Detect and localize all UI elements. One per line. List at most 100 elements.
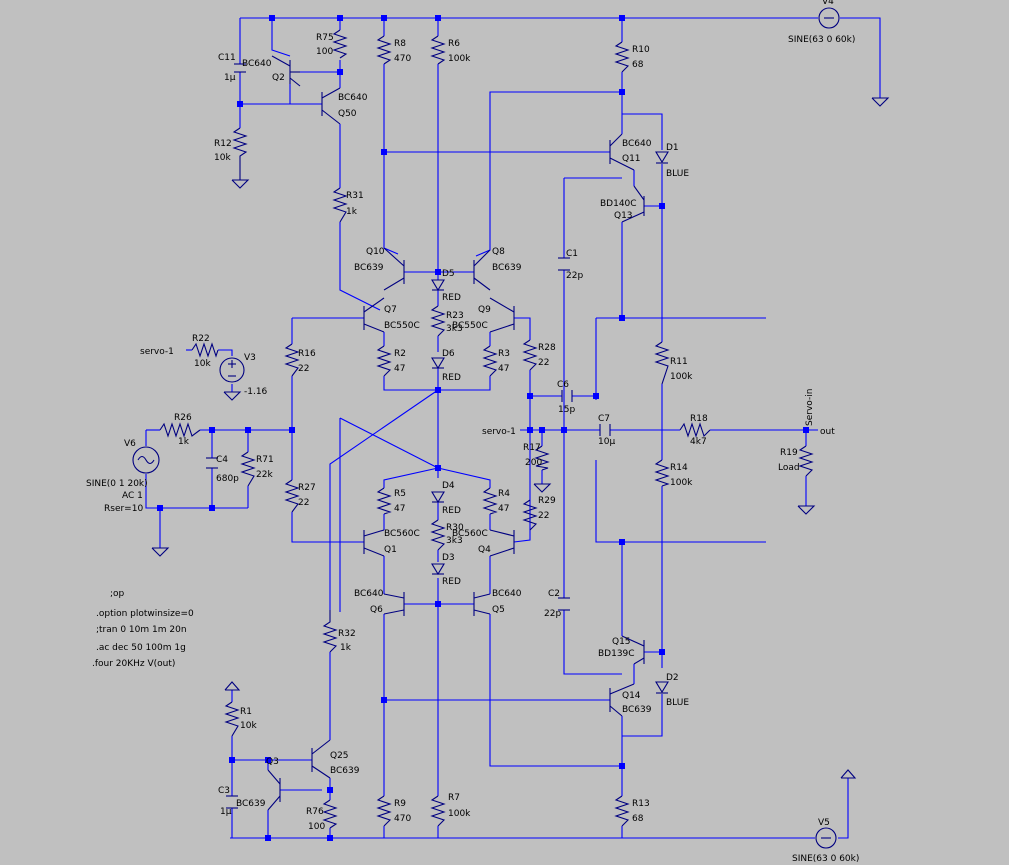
- q6-name: Q6: [370, 605, 383, 615]
- c6-value: 15p: [558, 405, 575, 415]
- q25-model: BC639: [330, 766, 360, 776]
- q13-model: BD140C: [600, 199, 637, 209]
- directive-tran: ;tran 0 10m 1m 20n: [96, 625, 187, 635]
- r11-value: 100k: [670, 372, 693, 382]
- c4-name: C4: [216, 455, 228, 465]
- ground-symbols: [151, 97, 890, 779]
- q15-name: Q15: [612, 637, 631, 647]
- c2-value: 22p: [544, 609, 561, 619]
- r32-value: 1k: [340, 643, 352, 653]
- source-v4[interactable]: V4 SINE(63 0 60k): [788, 0, 855, 45]
- r75-value: 100: [316, 47, 333, 57]
- q10-model: BC639: [354, 263, 384, 273]
- source-v5[interactable]: V5 SINE(63 0 60k): [792, 818, 859, 864]
- source-v6[interactable]: V6 SINE(0 1 20k) AC 1 Rser=10: [86, 439, 160, 514]
- v5-name: V5: [818, 818, 830, 828]
- r30-name: R30: [446, 523, 464, 533]
- q8-name: Q8: [492, 247, 505, 257]
- r1-value: 10k: [240, 721, 257, 731]
- c7-name: C7: [598, 414, 610, 424]
- netlabel-out: out: [820, 427, 835, 437]
- wires: [145, 17, 881, 839]
- q10-name: Q10: [366, 247, 385, 257]
- r9-name: R9: [394, 799, 406, 809]
- component-labels: R75 100 R12 10k R8 470 R6 100k R10 68 R3…: [140, 33, 835, 832]
- d2-name: D2: [666, 673, 679, 683]
- r18-value: 4k7: [690, 437, 707, 447]
- q7-model: BC550C: [384, 321, 420, 331]
- c3-name: C3: [218, 786, 230, 796]
- d6-name: D6: [442, 349, 455, 359]
- q2-name: Q2: [272, 73, 285, 83]
- r10-name: R10: [632, 45, 650, 55]
- c11-value: 1µ: [224, 73, 236, 83]
- capacitor-symbols: [206, 63, 611, 809]
- r29-value: 22: [538, 511, 549, 521]
- d3-name: D3: [442, 553, 455, 563]
- v4-value: SINE(63 0 60k): [788, 35, 855, 45]
- d6-model: RED: [442, 373, 461, 383]
- diode-symbols: [431, 151, 669, 694]
- r71-name: R71: [256, 455, 274, 465]
- r22-value: 10k: [194, 359, 211, 369]
- r6-name: R6: [448, 39, 460, 49]
- q9-model: BC550C: [452, 321, 488, 331]
- netlabel-servo-mid: servo-1: [482, 427, 516, 437]
- r16-name: R16: [298, 349, 316, 359]
- q11-model: BC640: [622, 139, 652, 149]
- r16-value: 22: [298, 364, 309, 374]
- d4-name: D4: [442, 481, 455, 491]
- netlabel-servo-left: servo-1: [140, 347, 174, 357]
- q13-name: Q13: [614, 211, 633, 221]
- r27-name: R27: [298, 483, 316, 493]
- r5-value: 47: [394, 504, 405, 514]
- r23-name: R23: [446, 311, 464, 321]
- q15-model: BD139C: [598, 649, 635, 659]
- r23-value: 3k3: [446, 324, 463, 334]
- r7-value: 100k: [448, 809, 471, 819]
- q5-name: Q5: [492, 605, 505, 615]
- q9-name: Q9: [478, 305, 491, 315]
- r7-name: R7: [448, 793, 460, 803]
- q7-name: Q7: [384, 305, 397, 315]
- r27-value: 22: [298, 498, 309, 508]
- q25-name: Q25: [330, 751, 349, 761]
- q5-model: BC640: [492, 589, 522, 599]
- r5-name: R5: [394, 489, 406, 499]
- r3-value: 47: [498, 364, 509, 374]
- r75-name: R75: [316, 33, 334, 43]
- q4-name: Q4: [478, 545, 491, 555]
- directive-option: .option plotwinsize=0: [96, 609, 194, 619]
- spice-directives: ;op .option plotwinsize=0 ;tran 0 10m 1m…: [92, 589, 194, 669]
- q50-name: Q50: [338, 109, 357, 119]
- v4-name: V4: [822, 0, 834, 7]
- d1-name: D1: [666, 143, 679, 153]
- r10-value: 68: [632, 60, 644, 70]
- r76-value: 100: [308, 822, 325, 832]
- directive-op: ;op: [110, 589, 125, 599]
- d5-model: RED: [442, 293, 461, 303]
- c6-name: C6: [557, 380, 569, 390]
- r71-value: 22k: [256, 470, 273, 480]
- directive-four: .four 20KHz V(out): [92, 659, 175, 669]
- r6-value: 100k: [448, 54, 471, 64]
- source-v3[interactable]: V3 -1.16: [219, 353, 268, 397]
- r17-name: R17: [523, 443, 541, 453]
- r8-value: 470: [394, 54, 411, 64]
- c4-value: 680p: [216, 474, 239, 484]
- c11-name: C11: [218, 53, 236, 63]
- d4-model: RED: [442, 506, 461, 516]
- r17-value: 200: [525, 458, 542, 468]
- netlabel-servo-in: Servo-in: [805, 389, 815, 426]
- r31-value: 1k: [346, 207, 358, 217]
- r11-name: R11: [670, 357, 688, 367]
- v3-name: V3: [244, 353, 256, 363]
- r4-value: 47: [498, 504, 509, 514]
- q4-model: BC560C: [452, 529, 488, 539]
- r28-name: R28: [538, 343, 556, 353]
- r2-value: 47: [394, 364, 405, 374]
- c2-name: C2: [548, 589, 560, 599]
- r13-name: R13: [632, 799, 650, 809]
- r13-value: 68: [632, 814, 644, 824]
